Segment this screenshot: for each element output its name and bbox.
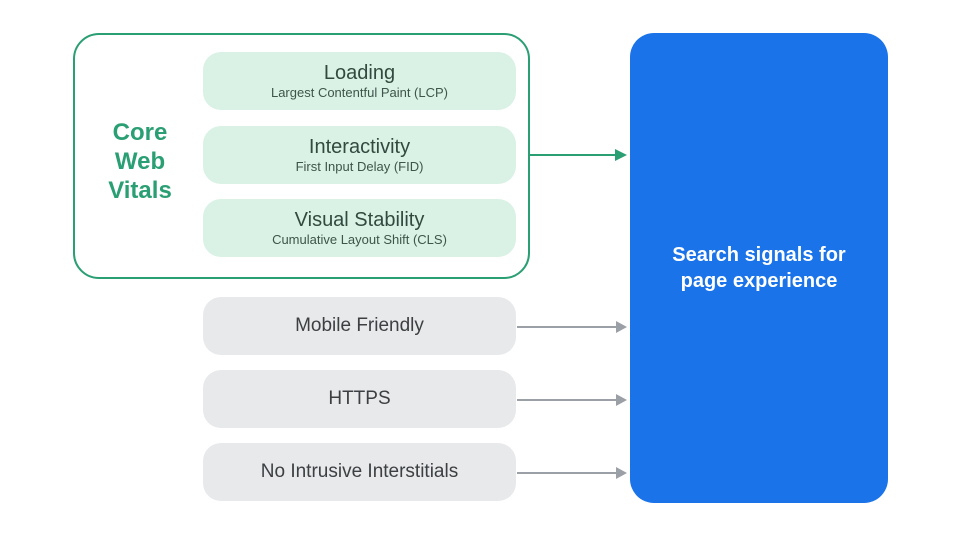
arrow-head-icon [616,394,627,406]
vital-title: Visual Stability [294,209,425,231]
signal-label: Mobile Friendly [295,315,424,336]
arrow-no-intrusive-interstitials [517,467,627,479]
arrow-line [517,326,616,328]
arrow-head-icon [616,321,627,333]
vital-title: Loading [323,62,396,84]
vital-subtitle: First Input Delay (FID) [295,159,424,174]
vital-title: Interactivity [308,136,411,158]
arrow-https [517,394,627,406]
vital-subtitle: Cumulative Layout Shift (CLS) [272,232,447,247]
vital-card-interactivity: Interactivity First Input Delay (FID) [203,126,516,184]
arrow-mobile-friendly [517,321,627,333]
search-signals-label: Search signals for page experience [672,244,846,292]
signal-label: HTTPS [328,388,391,409]
arrow-head-icon [615,149,627,161]
vital-subtitle: Largest Contentful Paint (LCP) [270,85,449,100]
vital-card-visual-stability: Visual Stability Cumulative Layout Shift… [203,199,516,257]
signal-card-no-intrusive-interstitials: No Intrusive Interstitials [203,443,516,501]
signal-card-mobile-friendly: Mobile Friendly [203,297,516,355]
arrow-line [517,472,616,474]
signal-label: No Intrusive Interstitials [260,461,459,482]
arrow-head-icon [616,467,627,479]
core-web-vitals-label: Core Web Vitals [108,119,172,204]
search-signals-panel: Search signals for page experience [630,33,888,503]
signal-card-https: HTTPS [203,370,516,428]
arrow-core-web-vitals [530,149,627,161]
vital-card-loading: Loading Largest Contentful Paint (LCP) [203,52,516,110]
arrow-line [517,399,616,401]
arrow-line [530,154,616,156]
